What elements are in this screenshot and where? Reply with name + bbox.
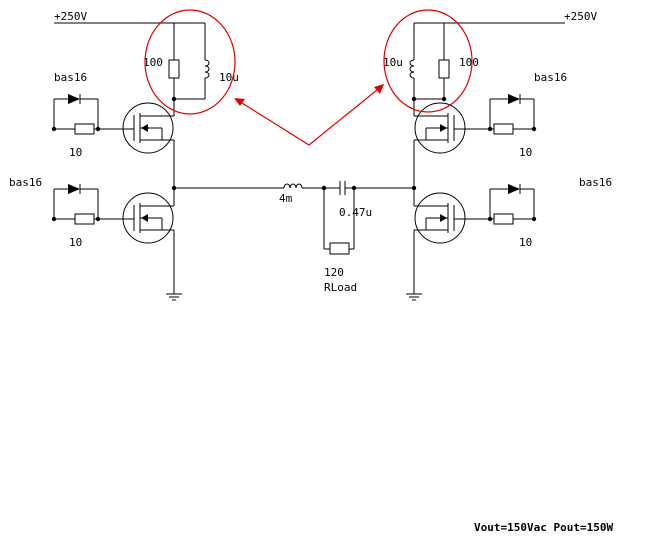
right-high-mosfet [413,99,466,188]
left-low-10-resistor [74,213,95,225]
left-low-gate-drive [51,184,134,225]
right-highlight-circle [383,9,473,113]
right-low-10-resistor [493,213,514,225]
left-high-mosfet [122,99,175,188]
load-value-label: 120 [324,266,344,279]
annotation-arrows [234,84,384,146]
capacitor-label: 0.47u [339,206,372,219]
right-low-bas16-diode [508,184,520,194]
right-high-bas16-diode [508,94,520,104]
left-high-gate-drive [51,94,134,135]
left-10u-inductor [204,59,210,79]
output-summary-text: Vout=150Vac Pout=150W [474,521,613,534]
right-low-mosfet [413,188,466,294]
left-high-10-resistor [74,123,95,135]
series-inductor-label: 4m [279,192,293,205]
right-ground-symbol [406,293,422,301]
left-low-diode-label: bas16 [9,176,42,189]
right-high-gate-drive [454,94,537,135]
arrowhead-left [234,98,245,106]
right-low-diode-label: bas16 [579,176,612,189]
left-supply-label: +250V [54,10,87,23]
left-100-resistor [168,59,180,79]
right-supply-label: +250V [564,10,597,23]
right-low-resistor-label: 10 [519,236,532,249]
left-highlight-circle [144,9,236,115]
left-low-resistor-label: 10 [69,236,82,249]
left-high-diode-label: bas16 [54,71,87,84]
right-high-diode-label: bas16 [534,71,567,84]
left-ground-symbol [166,293,182,301]
left-resistor-label: 100 [143,56,163,69]
right-inductor-label: 10u [383,56,403,69]
left-inductor-label: 10u [219,71,239,84]
right-high-10-resistor [493,123,514,135]
left-high-bas16-diode [68,94,80,104]
right-10u-inductor [409,59,415,79]
load-name-label: RLoad [324,281,357,294]
arrowhead-right [374,84,384,94]
left-low-bas16-diode [68,184,80,194]
right-low-gate-drive [454,184,537,225]
output-network [174,181,414,255]
right-high-resistor-label: 10 [519,146,532,159]
right-100-resistor [438,59,450,79]
right-rl-network [409,23,450,102]
right-resistor-label: 100 [459,56,479,69]
series-4m-inductor [283,183,303,189]
rload-resistor [329,242,350,255]
left-rl-network [168,23,210,102]
left-low-mosfet [122,188,175,294]
left-high-resistor-label: 10 [69,146,82,159]
